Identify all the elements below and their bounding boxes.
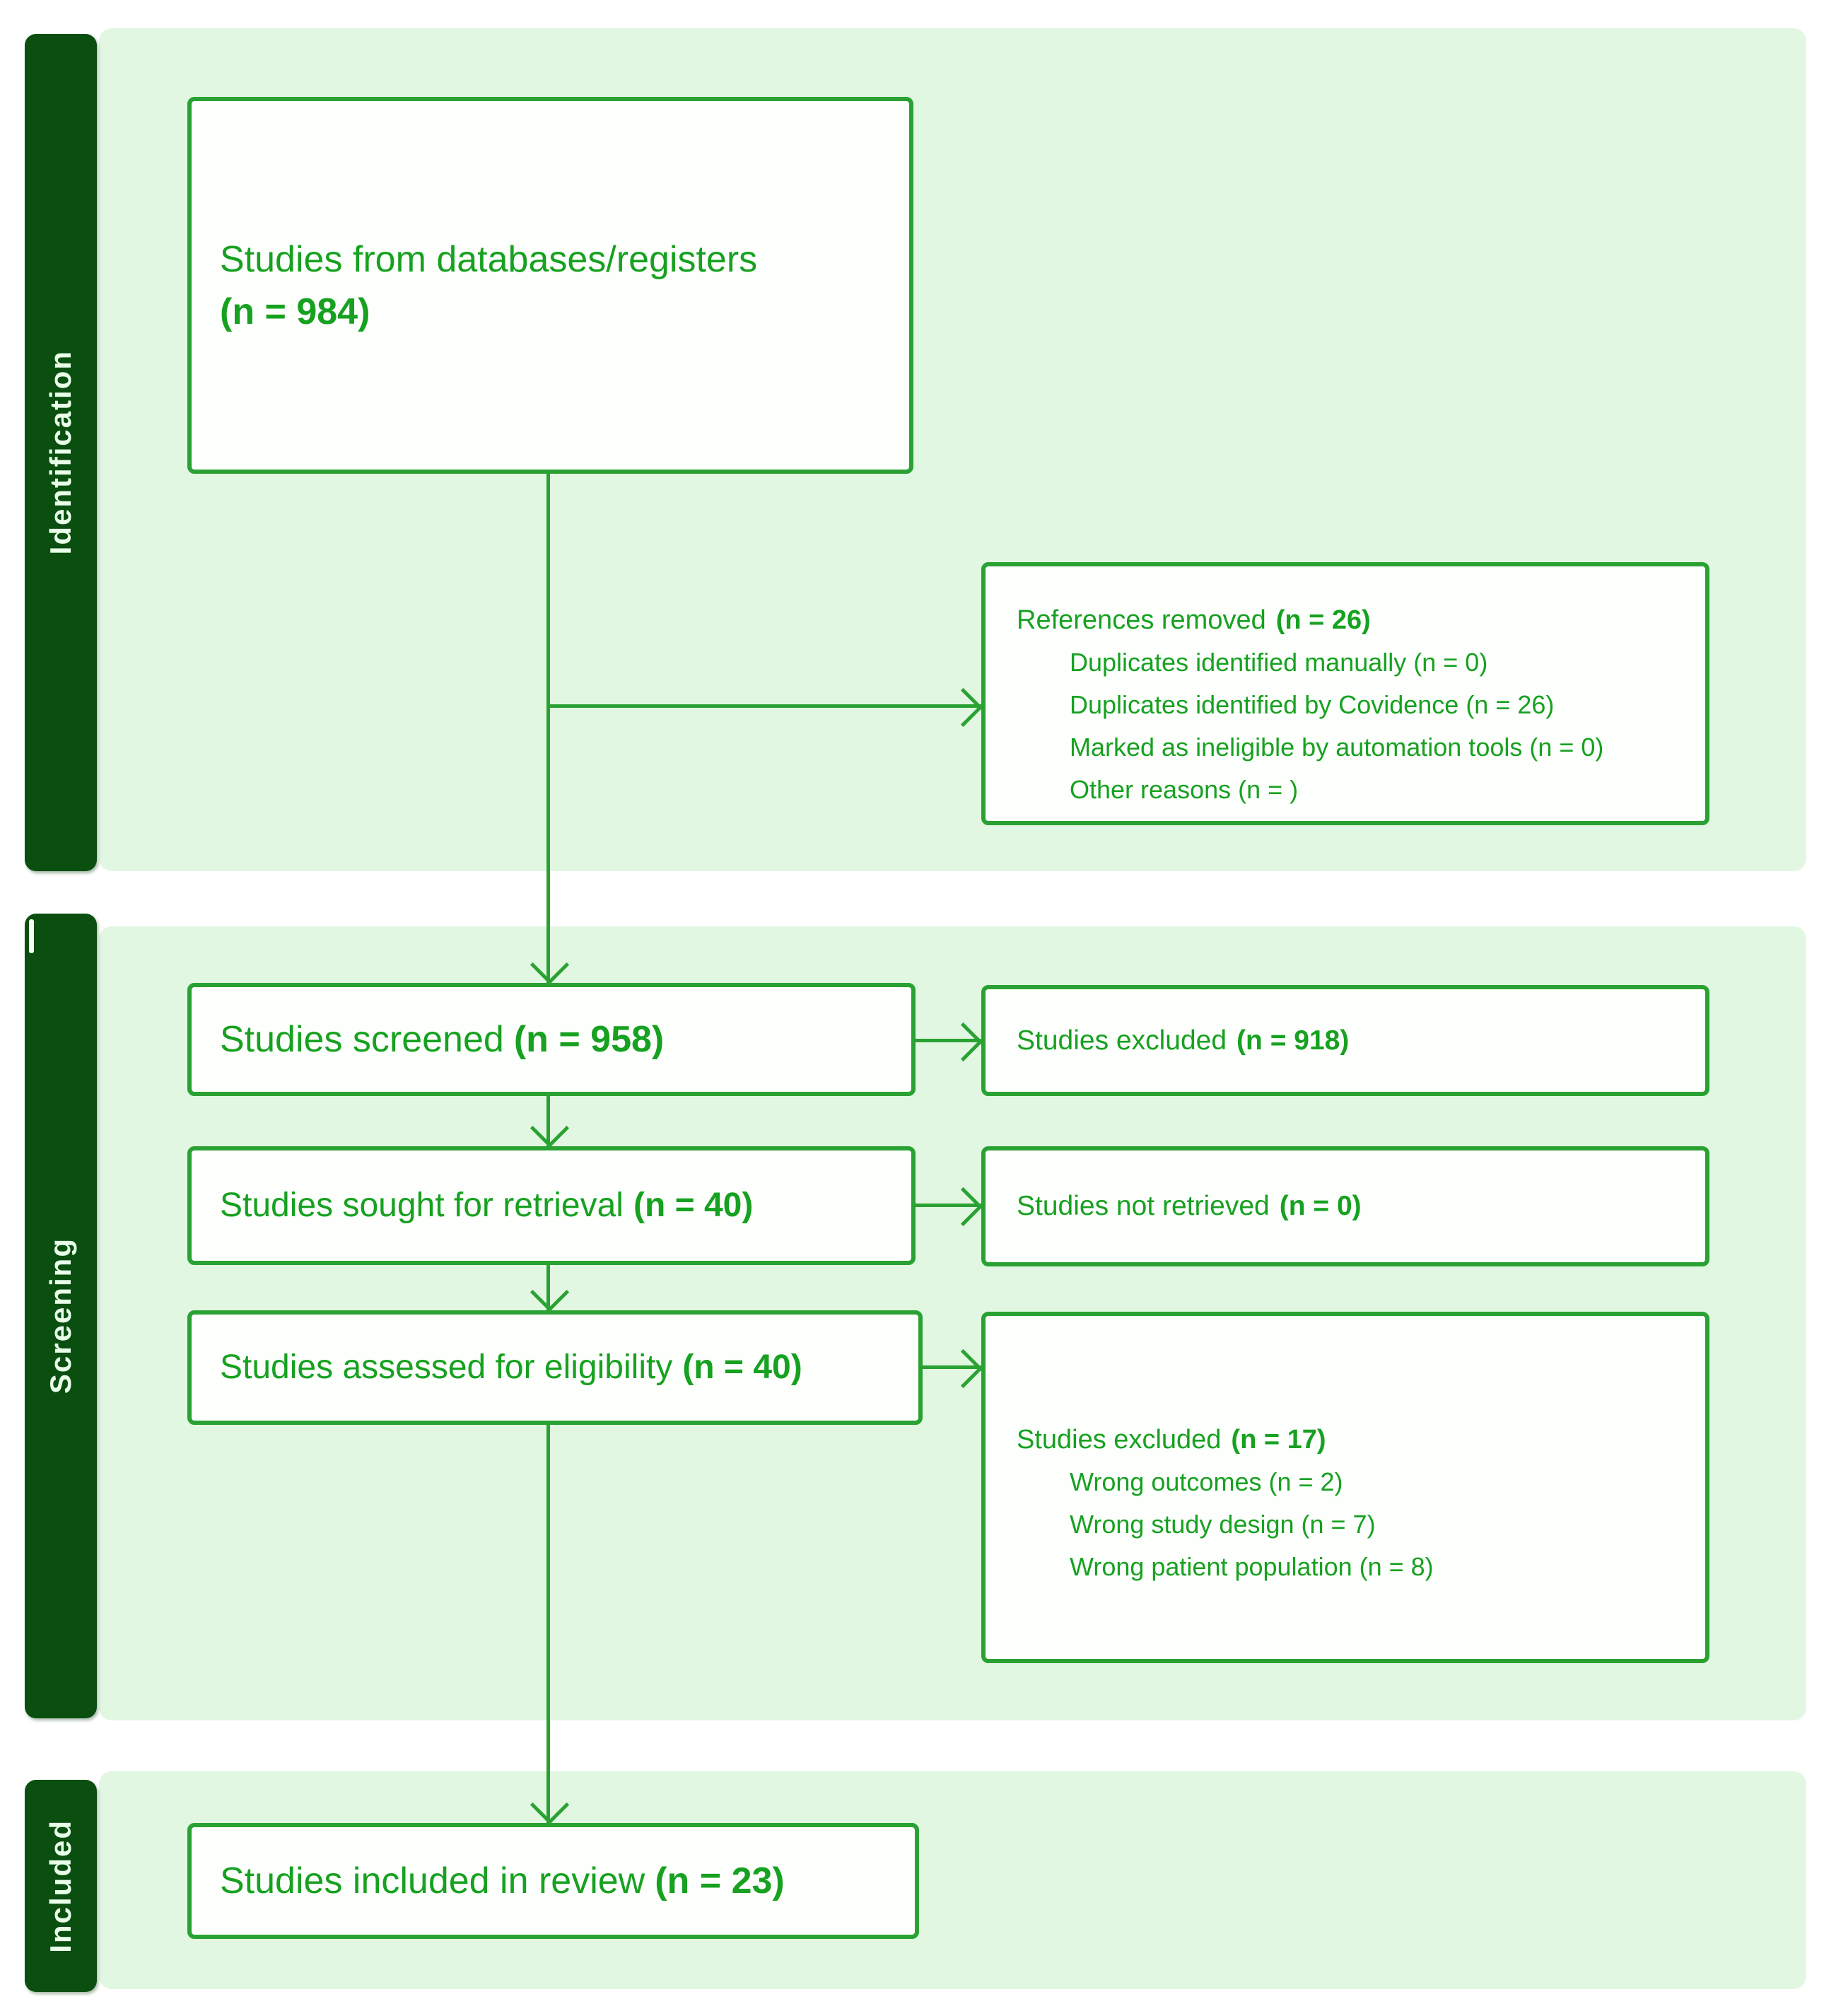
included-stage-label: Included (44, 1819, 77, 1953)
connector-screened-to-sought (546, 1096, 550, 1146)
excluded-assessed-item: Wrong patient population (n = 8) (1070, 1552, 1434, 1581)
references-removed-item: Other reasons (n = ) (1070, 775, 1299, 804)
references-removed-item: Marked as ineligible by automation tools… (1070, 733, 1604, 762)
excluded-assessed-title: Studies excluded(n = 17) (1017, 1425, 1326, 1455)
not-retrieved-label: Studies not retrieved(n = 0) (1017, 1191, 1362, 1221)
sought-box: Studies sought for retrieval(n = 40) (187, 1146, 916, 1265)
identification-stage-label: Identification (44, 350, 77, 555)
connector-sought-to-assessed (546, 1265, 550, 1310)
screening-stage-label: Screening (44, 1237, 77, 1394)
connector-assessed-to-included (546, 1425, 550, 1823)
connector-screened-to-excluded (916, 1039, 981, 1042)
included-stage-bar: Included (25, 1780, 97, 1992)
screening-stage-bar: Screening (25, 914, 97, 1718)
identification-stage-bar: Identification (25, 34, 97, 871)
databases-box-count: (n = 984) (220, 291, 370, 332)
references-removed-item: Duplicates identified manually (n = 0) (1070, 648, 1488, 677)
not-retrieved-box: Studies not retrieved(n = 0) (981, 1146, 1709, 1266)
included-box-label: Studies included in review(n = 23) (220, 1860, 785, 1901)
included-box: Studies included in review(n = 23) (187, 1823, 919, 1939)
databases-box: Studies from databases/registers (n = 98… (187, 97, 913, 474)
screened-box-label: Studies screened(n = 958) (220, 1019, 665, 1060)
references-removed-title: References removed(n = 26) (1017, 605, 1371, 635)
assessed-box: Studies assessed for eligibility(n = 40) (187, 1310, 923, 1425)
excluded-screened-box: Studies excluded(n = 918) (981, 985, 1709, 1096)
stray-tick-mark (29, 919, 34, 953)
databases-box-label: Studies from databases/registers (220, 238, 758, 280)
excluded-assessed-box: Studies excluded(n = 17) Wrong outcomes … (981, 1312, 1709, 1663)
sought-box-label: Studies sought for retrieval(n = 40) (220, 1187, 754, 1224)
connector-to-references-removed (548, 704, 981, 708)
assessed-box-label: Studies assessed for eligibility(n = 40) (220, 1348, 802, 1386)
connector-assessed-to-excluded (923, 1365, 981, 1369)
excluded-assessed-item: Wrong outcomes (n = 2) (1070, 1467, 1343, 1496)
excluded-screened-label: Studies excluded(n = 918) (1017, 1025, 1350, 1056)
excluded-assessed-item: Wrong study design (n = 7) (1070, 1510, 1376, 1539)
screened-box: Studies screened(n = 958) (187, 983, 916, 1096)
connector-databases-to-screened (546, 472, 550, 983)
connector-sought-to-not-retrieved (916, 1204, 981, 1207)
references-removed-item: Duplicates identified by Covidence (n = … (1070, 690, 1555, 719)
references-removed-box: References removed(n = 26) Duplicates id… (981, 562, 1709, 825)
